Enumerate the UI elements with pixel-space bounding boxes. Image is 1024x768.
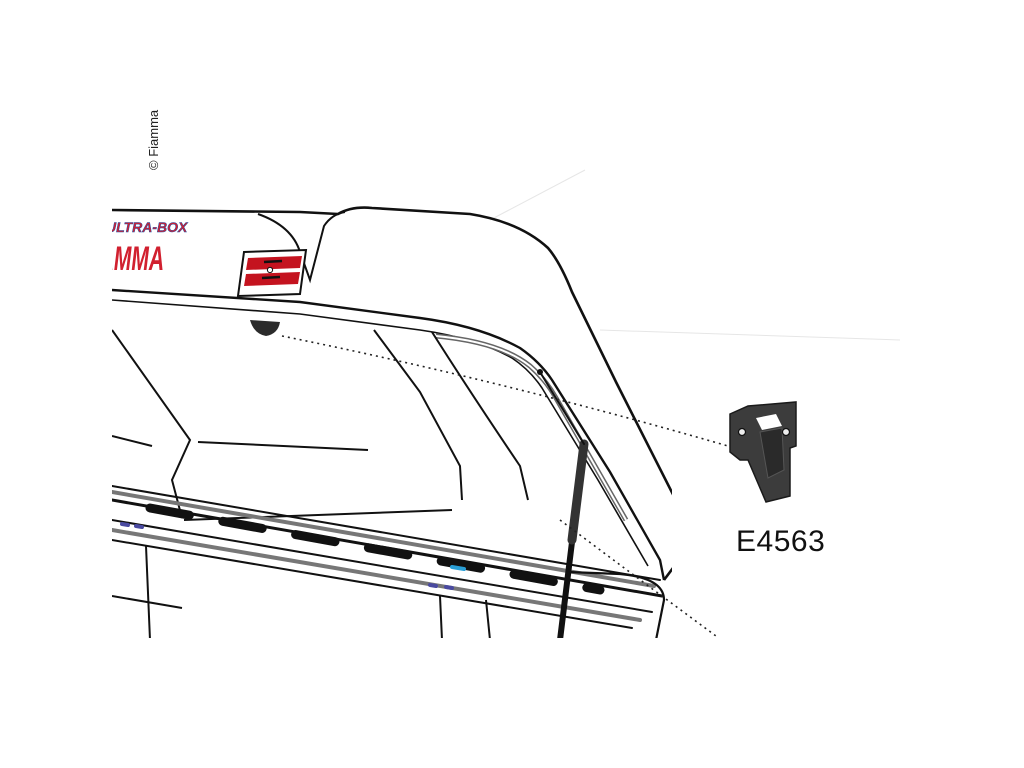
vent-grille	[236, 248, 308, 298]
lid-outer-shell	[112, 206, 672, 581]
latch-mount	[250, 320, 280, 336]
part-e4563-illustration	[729, 401, 797, 503]
ghost-lines	[489, 169, 901, 341]
lid-rim	[112, 288, 666, 581]
roof-box-drawing: ULTRA-BOX FIAMMA	[80, 206, 672, 638]
lid-inner-groove	[435, 333, 629, 522]
lid-rim-inner	[112, 299, 649, 567]
brand-logo: ULTRA-BOX FIAMMA	[80, 219, 189, 278]
ultra-box-logo-text: ULTRA-BOX	[106, 219, 189, 235]
fiamma-logo-text: FIAMMA	[80, 240, 164, 278]
lid-bulge	[257, 211, 346, 284]
base-corner	[567, 570, 666, 638]
copyright-notice: © Fiamma	[146, 109, 161, 170]
leader-lines	[281, 335, 729, 637]
gas-strut	[537, 369, 589, 638]
lid-inner-panels	[112, 329, 529, 521]
part-number-label: E4563	[736, 525, 826, 558]
